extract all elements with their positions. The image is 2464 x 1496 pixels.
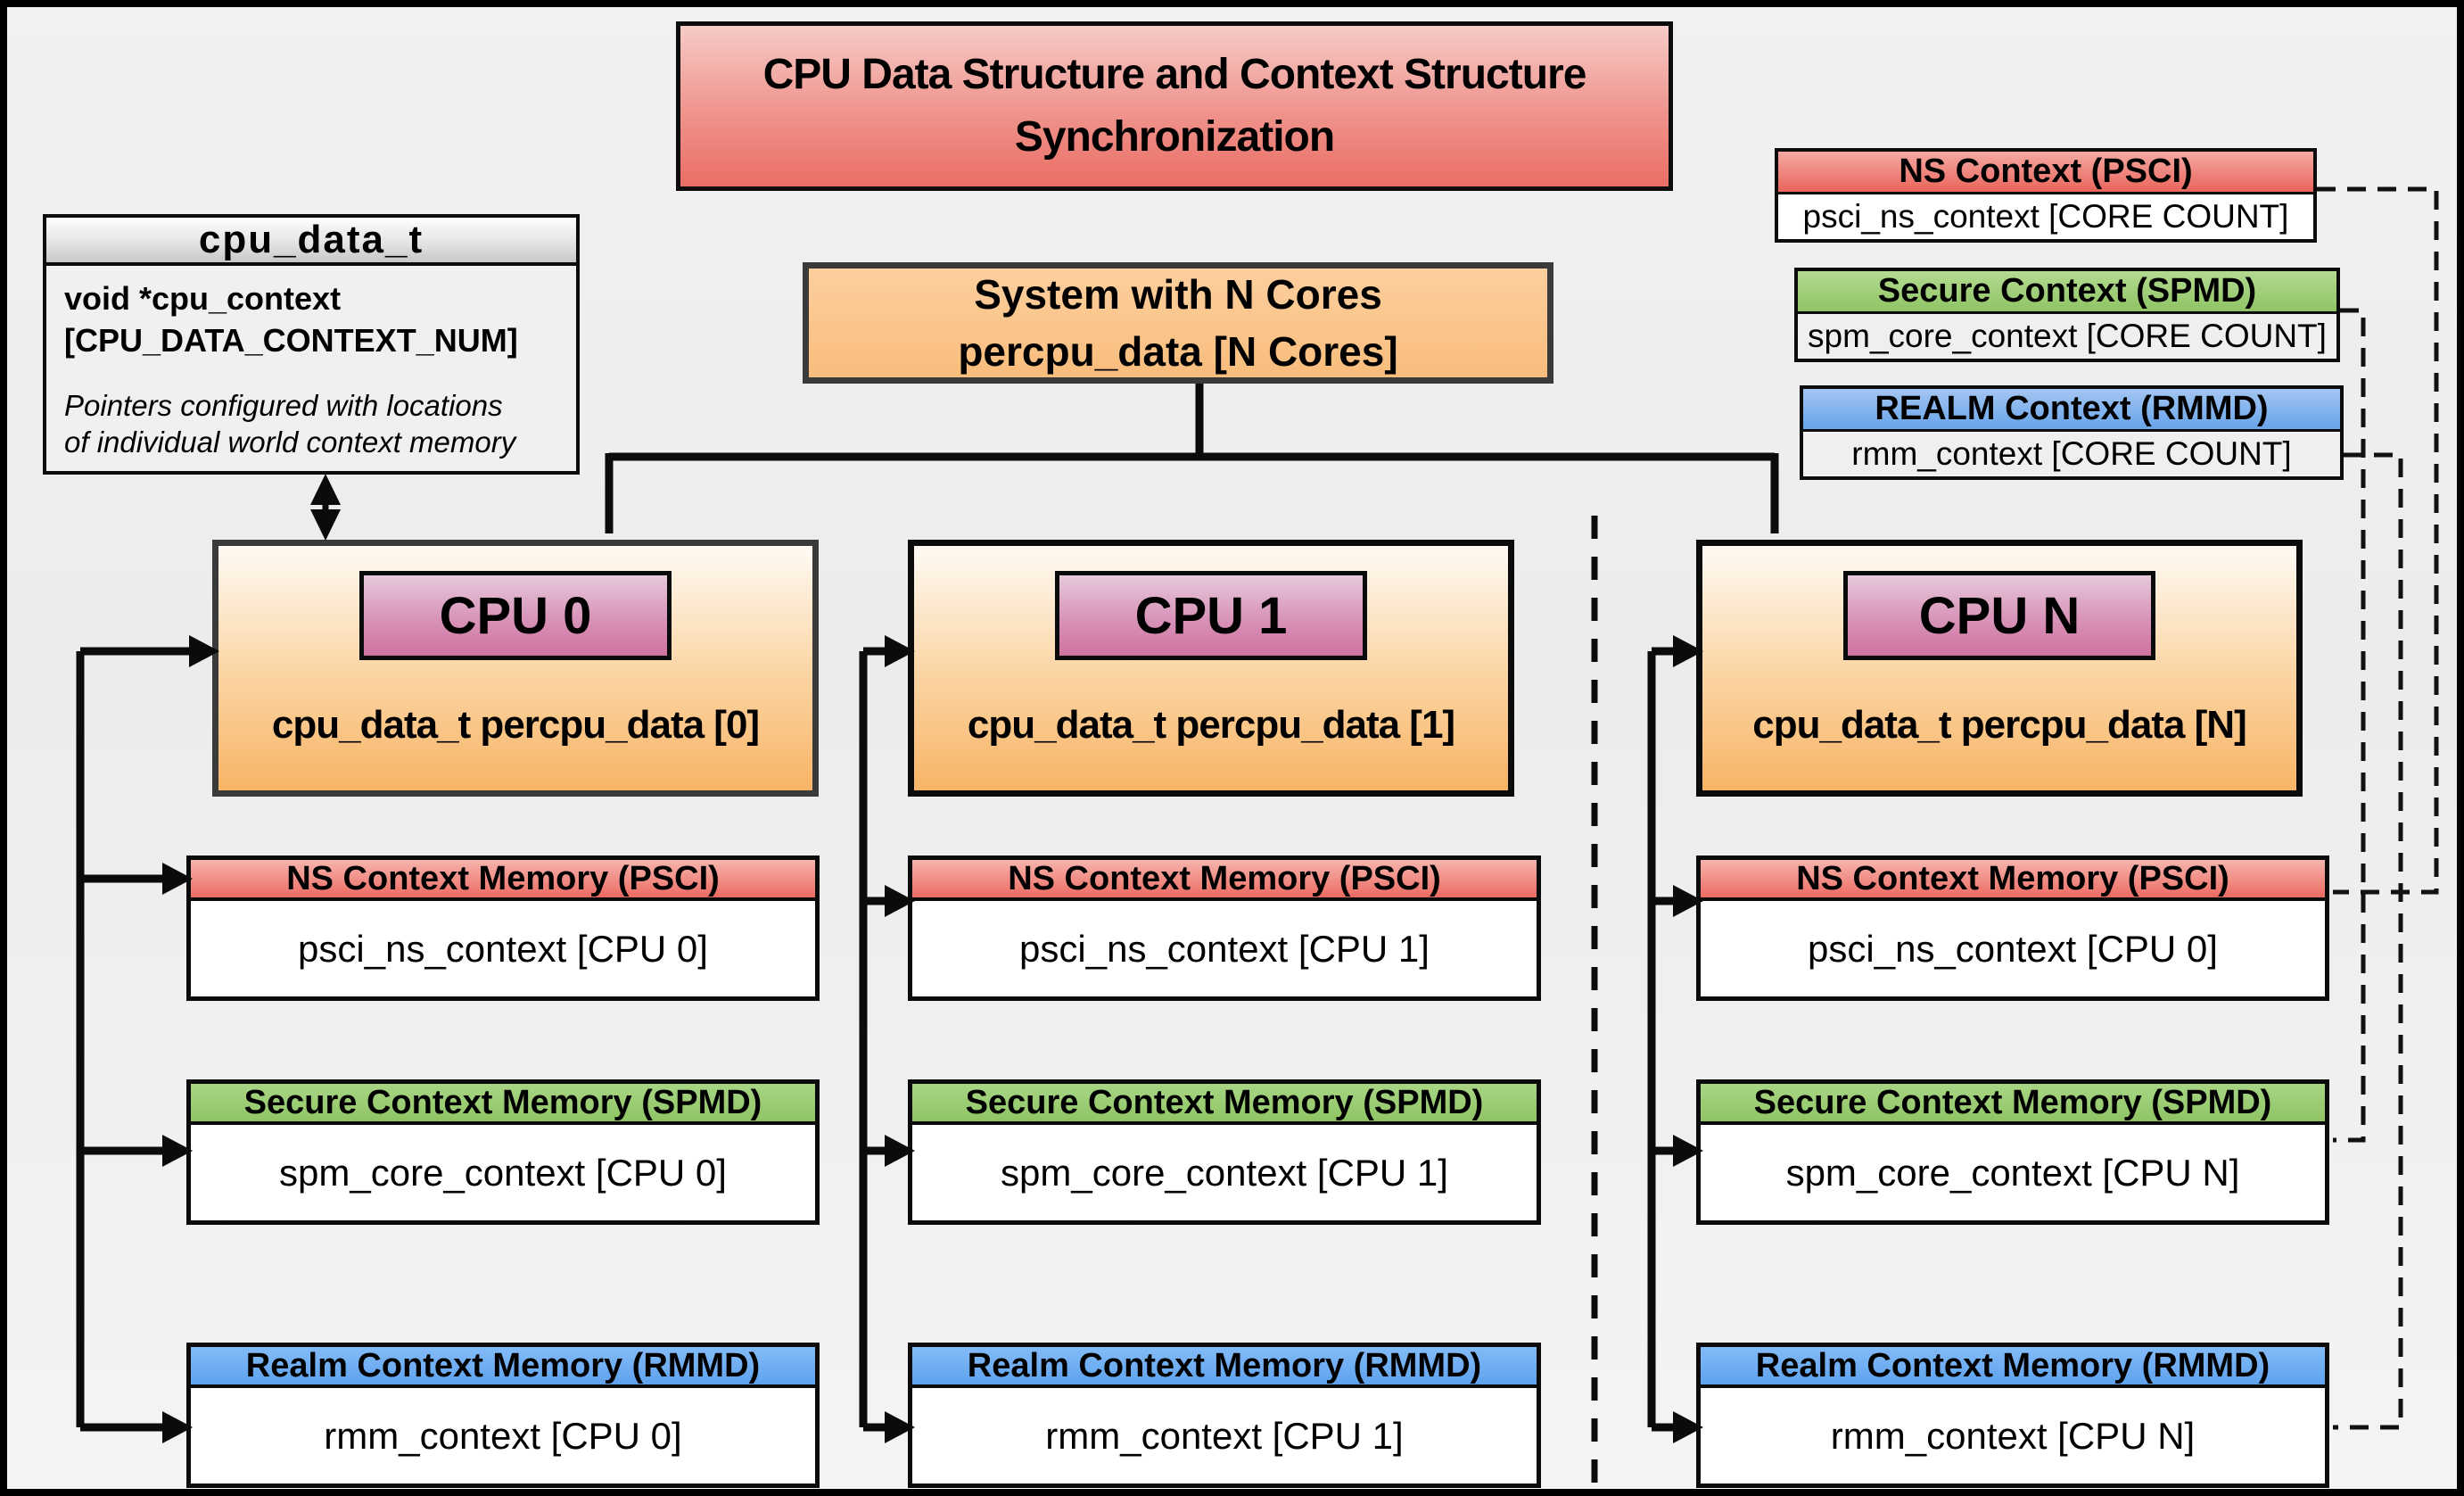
- cpu1-secure-body: spm_core_context [CPU 1]: [912, 1125, 1537, 1220]
- cpu0-realm-header: Realm Context Memory (RMMD): [191, 1347, 815, 1388]
- legend-ns-header: NS Context (PSCI): [1778, 152, 2313, 194]
- cpu1-ns-context-box: NS Context Memory (PSCI) psci_ns_context…: [908, 855, 1541, 1001]
- cpun-realm-body: rmm_context [CPU N]: [1701, 1388, 2325, 1484]
- diagram-title: CPU Data Structure and Context Structure…: [676, 21, 1673, 191]
- legend-secure-context: Secure Context (SPMD) spm_core_context […: [1794, 268, 2340, 362]
- legend-ns-context: NS Context (PSCI) psci_ns_context [CORE …: [1775, 148, 2317, 243]
- legend-secure-body: spm_core_context [CORE COUNT]: [1798, 314, 2336, 359]
- cpu1-secure-context-box: Secure Context Memory (SPMD) spm_core_co…: [908, 1079, 1541, 1225]
- legend-link-realm: [2333, 452, 2403, 1430]
- cpun-realm-context-box: Realm Context Memory (RMMD) rmm_context …: [1696, 1343, 2329, 1488]
- cpu0-name-box: CPU 0: [359, 571, 672, 660]
- cpu-data-t-struct-box: cpu_data_t void *cpu_context [CPU_DATA_C…: [43, 214, 580, 475]
- legend-realm-context: REALM Context (RMMD) rmm_context [CORE C…: [1800, 385, 2344, 480]
- title-line-1: CPU Data Structure and Context Structure: [762, 51, 1587, 99]
- cpu1-box: CPU 1 cpu_data_t percpu_data [1]: [908, 540, 1514, 797]
- legend-secure-header: Secure Context (SPMD): [1798, 271, 2336, 314]
- struct-body: void *cpu_context [CPU_DATA_CONTEXT_NUM]…: [46, 266, 576, 460]
- cpun-secure-context-box: Secure Context Memory (SPMD) spm_core_co…: [1696, 1079, 2329, 1225]
- cpun-realm-header: Realm Context Memory (RMMD): [1701, 1347, 2325, 1388]
- cpu0-data-label: cpu_data_t percpu_data [0]: [271, 703, 760, 747]
- title-line-2: Synchronization: [1014, 113, 1335, 161]
- cpun-secure-header: Secure Context Memory (SPMD): [1701, 1084, 2325, 1125]
- cpu0-realm-context-box: Realm Context Memory (RMMD) rmm_context …: [186, 1343, 820, 1488]
- cpu1-name-box: CPU 1: [1055, 571, 1367, 660]
- cpu1-realm-body: rmm_context [CPU 1]: [912, 1388, 1537, 1484]
- cpun-ns-body: psci_ns_context [CPU 0]: [1701, 901, 2325, 996]
- system-line-1: System with N Cores: [974, 270, 1382, 318]
- struct-header: cpu_data_t: [46, 218, 576, 266]
- cpu1-ns-body: psci_ns_context [CPU 1]: [912, 901, 1537, 996]
- cpu0-secure-header: Secure Context Memory (SPMD): [191, 1084, 815, 1125]
- cpun-secure-body: spm_core_context [CPU N]: [1701, 1125, 2325, 1220]
- cpu1-realm-context-box: Realm Context Memory (RMMD) rmm_context …: [908, 1343, 1541, 1488]
- struct-note-line-1: Pointers configured with locations: [64, 388, 503, 422]
- cpu0-ns-body: psci_ns_context [CPU 0]: [191, 901, 815, 996]
- cpun-box: CPU N cpu_data_t percpu_data [N]: [1696, 540, 2303, 797]
- struct-note: Pointers configured with locations of in…: [64, 387, 558, 461]
- cpu0-ns-context-box: NS Context Memory (PSCI) psci_ns_context…: [186, 855, 820, 1001]
- cpu0-secure-context-box: Secure Context Memory (SPMD) spm_core_co…: [186, 1079, 820, 1225]
- cpu0-realm-body: rmm_context [CPU 0]: [191, 1388, 815, 1484]
- legend-realm-header: REALM Context (RMMD): [1803, 389, 2340, 432]
- struct-field-line-2: [CPU_DATA_CONTEXT_NUM]: [64, 321, 518, 359]
- cpu1-realm-header: Realm Context Memory (RMMD): [912, 1347, 1537, 1388]
- bus-cpu0: [76, 635, 219, 1443]
- cpun-ns-header: NS Context Memory (PSCI): [1701, 860, 2325, 901]
- cpu0-box: CPU 0 cpu_data_t percpu_data [0]: [212, 540, 819, 797]
- cpun-ns-context-box: NS Context Memory (PSCI) psci_ns_context…: [1696, 855, 2329, 1001]
- legend-ns-body: psci_ns_context [CORE COUNT]: [1778, 194, 2313, 239]
- cpu1-ns-header: NS Context Memory (PSCI): [912, 860, 1537, 901]
- cpu1-secure-header: Secure Context Memory (SPMD): [912, 1084, 1537, 1125]
- cpu1-data-label: cpu_data_t percpu_data [1]: [967, 703, 1455, 747]
- struct-field-line-1: void *cpu_context: [64, 280, 342, 317]
- system-box: System with N Cores percpu_data [N Cores…: [803, 262, 1553, 384]
- cpu0-ns-header: NS Context Memory (PSCI): [191, 860, 815, 901]
- system-line-2: percpu_data [N Cores]: [958, 328, 1398, 375]
- cpun-data-label: cpu_data_t percpu_data [N]: [1752, 703, 2246, 747]
- system-trunk-connector: [605, 384, 1779, 533]
- cpu-data-t-sync-arrow: [310, 474, 341, 541]
- cpu0-secure-body: spm_core_context [CPU 0]: [191, 1125, 815, 1220]
- struct-note-line-2: of individual world context memory: [64, 425, 516, 459]
- cpun-name-box: CPU N: [1843, 571, 2155, 660]
- legend-realm-body: rmm_context [CORE COUNT]: [1803, 432, 2340, 476]
